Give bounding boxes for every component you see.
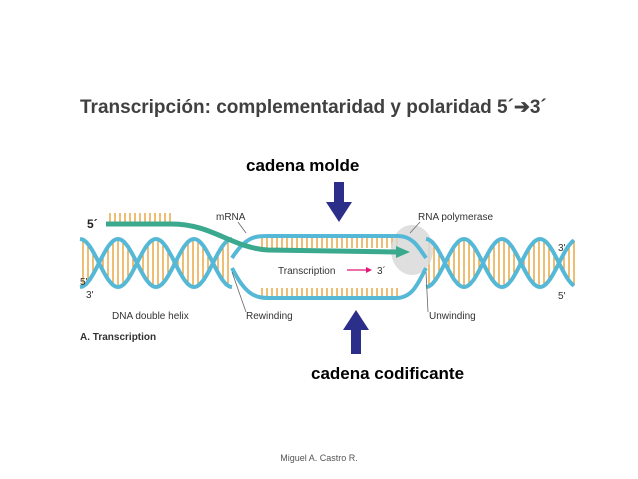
coding-strand-bubble [230, 267, 428, 300]
mrna-bases [109, 213, 171, 223]
template-arrow [326, 182, 352, 222]
mrna-leader-line [237, 221, 247, 234]
mrna-strand [106, 221, 399, 255]
coding-strand-bases [261, 288, 398, 297]
left-helix-strand-a [79, 236, 233, 290]
right-helix-strand-b [425, 236, 576, 290]
mrna-arrow-head [396, 246, 410, 258]
coding-arrow [343, 310, 369, 354]
left-five-prime-label: 5' [80, 277, 88, 288]
right-five-prime-label: 5' [558, 291, 566, 302]
transcription-direction-arrow [366, 267, 372, 273]
polymerase-leader-line [409, 221, 421, 234]
left-three-prime-label: 3' [86, 290, 94, 301]
coding-strand-label: cadena codificante [311, 364, 465, 383]
rewinding-label: Rewinding [246, 311, 293, 322]
footer-author: Miguel A. Castro R. [280, 453, 358, 463]
rna-polymerase-label: RNA polymerase [418, 212, 493, 223]
mrna-five-prime-label: 5´ [87, 217, 98, 231]
template-strand-label: cadena molde [246, 156, 360, 175]
transcription-three-prime-label: 3´ [377, 265, 386, 277]
slide-title: Transcripción: complementaridad y polari… [80, 97, 547, 118]
right-helix-base-pairs [428, 239, 575, 287]
right-three-prime-label: 3' [558, 243, 566, 254]
unwinding-leader-line [425, 271, 429, 313]
left-helix-strand-b [79, 236, 233, 290]
right-helix-strand-a [425, 236, 576, 290]
figure-caption: A. Transcription [80, 332, 156, 343]
dna-double-helix-label: DNA double helix [112, 311, 189, 322]
left-helix-base-pairs [82, 239, 229, 287]
transcription-label: Transcription [278, 266, 335, 277]
unwinding-label: Unwinding [429, 311, 476, 322]
mrna-label: mRNA [216, 212, 246, 223]
template-strand-bases [261, 238, 398, 248]
rewinding-leader-line [231, 271, 247, 313]
